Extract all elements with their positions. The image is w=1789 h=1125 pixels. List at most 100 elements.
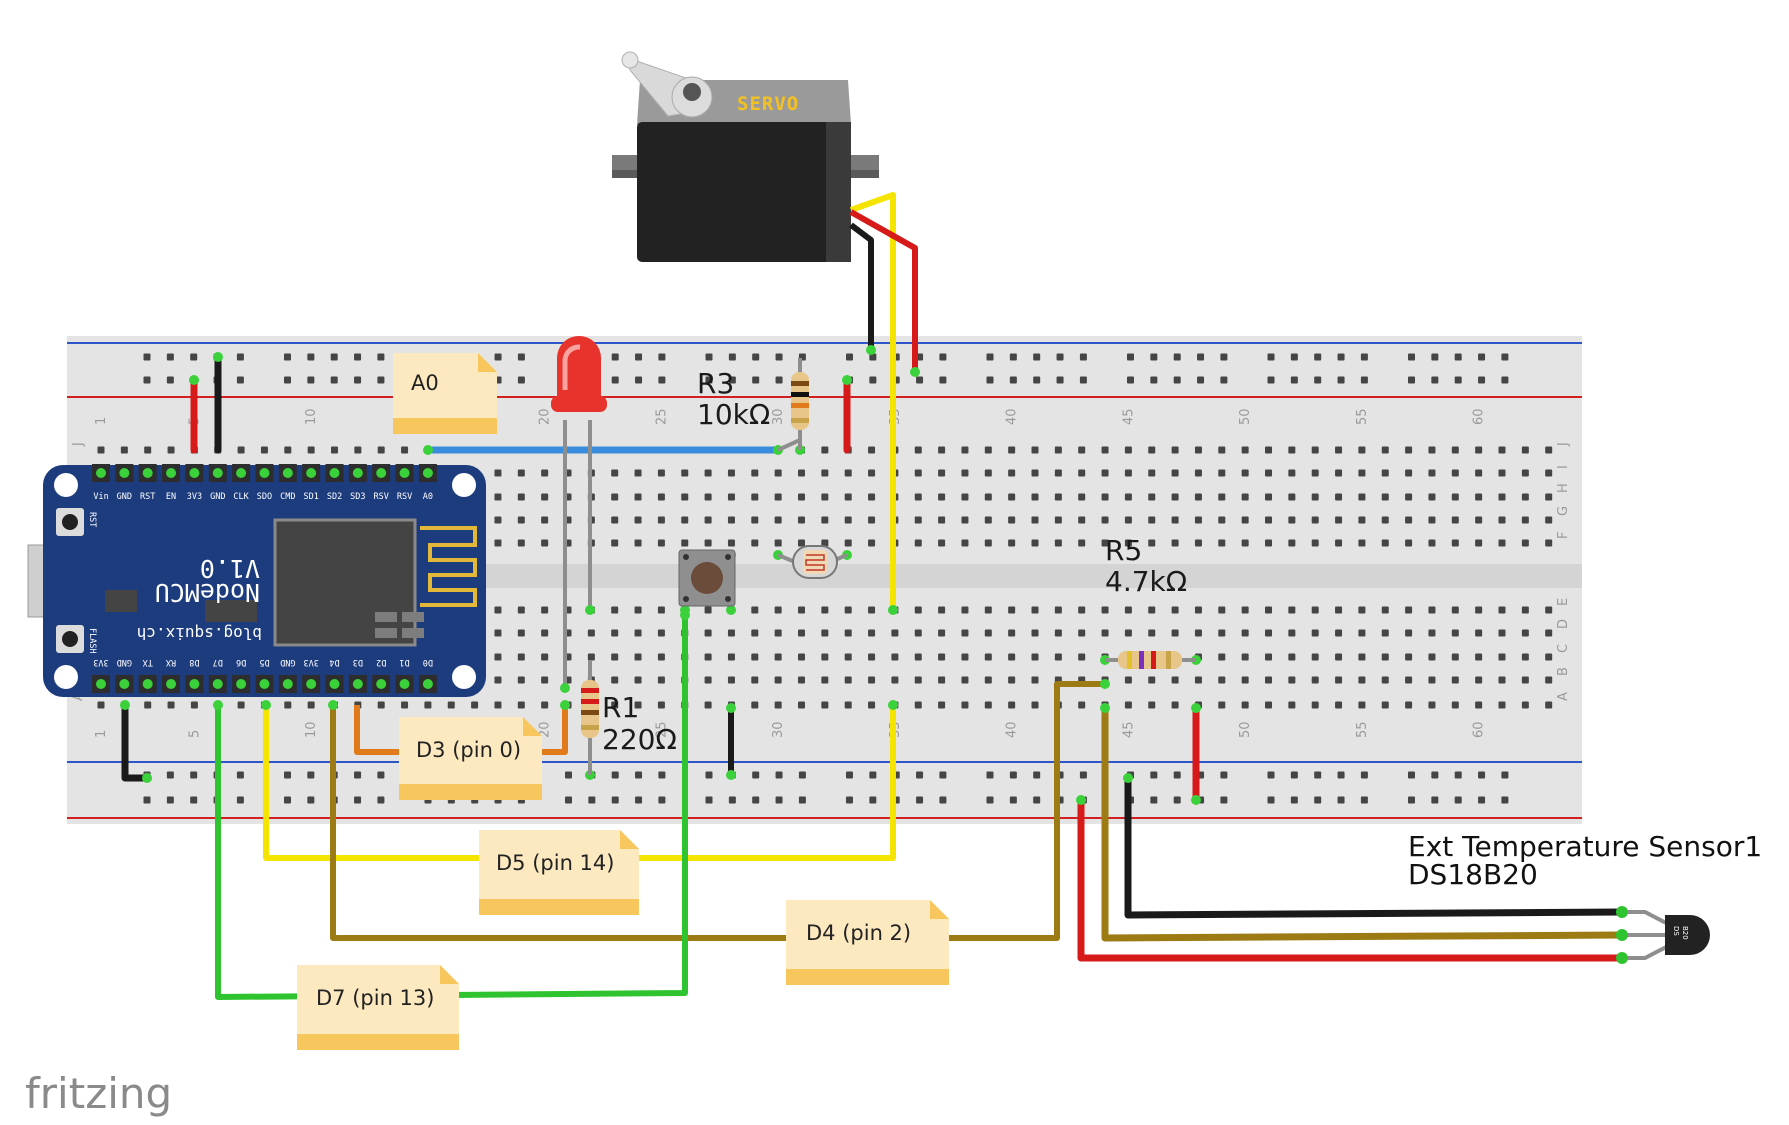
breadboard-hole — [868, 493, 876, 501]
connected-hole — [680, 605, 690, 615]
breadboard-hole — [1545, 676, 1553, 684]
mcu-pin-label: RSV — [397, 492, 412, 502]
breadboard-hole — [1521, 629, 1529, 637]
connected-hole — [213, 352, 223, 362]
note-d4-band — [786, 969, 949, 985]
breadboard-hole — [1171, 469, 1179, 477]
breadboard-hole — [774, 653, 782, 661]
breadboard-column-number: 30 — [771, 721, 786, 738]
breadboard-hole — [447, 701, 455, 709]
breadboard-hole — [1194, 493, 1202, 501]
rail-hole — [1056, 376, 1064, 384]
rail-hole — [284, 376, 291, 384]
mcu-pin-label: GND — [280, 657, 295, 667]
breadboard-hole — [1031, 516, 1039, 524]
breadboard-hole — [1475, 606, 1483, 614]
breadboard-hole — [1265, 701, 1272, 709]
rail-hole — [1150, 771, 1158, 779]
rail-hole — [307, 353, 315, 361]
breadboard-column-number: 25 — [654, 408, 669, 425]
breadboard-hole — [1148, 701, 1156, 709]
rail-hole — [611, 771, 619, 779]
rail-hole — [916, 796, 924, 804]
breadboard-hole — [611, 539, 619, 547]
rail-hole — [1127, 376, 1134, 384]
breadboard-hole — [1288, 676, 1296, 684]
rail-hole — [939, 353, 947, 361]
breadboard-hole — [1078, 539, 1086, 547]
breadboard-hole — [774, 606, 782, 614]
mcu-pin — [142, 468, 153, 478]
rail-hole — [986, 376, 994, 384]
breadboard-hole — [1311, 606, 1319, 614]
breadboard-hole — [471, 701, 479, 709]
breadboard-hole — [1405, 469, 1413, 477]
breadboard-hole — [657, 493, 665, 501]
rail-hole — [1267, 353, 1275, 361]
breadboard-hole — [1265, 493, 1272, 501]
breadboard-hole — [494, 469, 502, 477]
mcu-regulator — [205, 600, 257, 622]
breadboard-hole — [1311, 676, 1319, 684]
mcu-pin-label: Vin — [93, 492, 108, 502]
breadboard-hole — [517, 493, 525, 501]
breadboard-hole — [611, 629, 619, 637]
breadboard-hole — [634, 629, 642, 637]
rail-hole — [869, 796, 877, 804]
rail-hole — [728, 796, 736, 804]
breadboard-hole — [1008, 493, 1016, 501]
rail-hole — [1267, 771, 1275, 779]
breadboard-hole — [1124, 446, 1132, 454]
rail-hole — [1478, 771, 1486, 779]
mcu-pin-label: SD2 — [327, 492, 342, 502]
breadboard-hole — [494, 676, 502, 684]
breadboard-hole — [844, 653, 852, 661]
breadboard-hole — [1265, 606, 1272, 614]
breadboard-hole — [517, 469, 525, 477]
rail-hole — [1337, 771, 1345, 779]
rail-hole — [939, 771, 947, 779]
breadboard-hole — [704, 469, 712, 477]
note-a0: A0 — [393, 353, 497, 434]
breadboard-hole — [634, 516, 642, 524]
breadboard-hole — [961, 516, 969, 524]
breadboard-hole — [938, 469, 946, 477]
servo-horn — [621, 51, 713, 118]
breadboard-hole — [1054, 653, 1062, 661]
breadboard-hole — [751, 469, 759, 477]
rail-hole — [705, 376, 713, 384]
breadboard-column-number: 45 — [1121, 408, 1136, 425]
breadboard-hole — [1475, 493, 1483, 501]
breadboard-hole — [1428, 446, 1436, 454]
wire-end-dots — [120, 345, 1201, 805]
breadboard-hole — [401, 701, 409, 709]
mcu-cap-4 — [402, 628, 424, 638]
breadboard-hole — [914, 469, 922, 477]
breadboard-hole — [634, 701, 642, 709]
mcu-pin — [399, 468, 410, 478]
breadboard-hole — [1498, 629, 1506, 637]
mcu-pin — [422, 679, 433, 689]
breadboard-hole — [1031, 653, 1039, 661]
rail-hole — [166, 376, 174, 384]
breadboard-hole — [1054, 606, 1062, 614]
breadboard-hole — [1311, 516, 1319, 524]
mcu-pin — [236, 679, 247, 689]
breadboard-hole — [1054, 493, 1062, 501]
connected-hole — [866, 345, 876, 355]
mcu-pin-label: RSV — [374, 492, 389, 502]
breadboard-hole — [704, 516, 712, 524]
breadboard-hole — [1241, 469, 1249, 477]
breadboard-hole — [541, 516, 549, 524]
breadboard-hole — [307, 446, 315, 454]
note-a0-paper — [393, 353, 497, 434]
breadboard-hole — [1428, 629, 1436, 637]
breadboard-hole — [1241, 493, 1249, 501]
breadboard-column-number: 25 — [654, 721, 669, 738]
breadboard-hole — [657, 676, 665, 684]
mcu-pin-label: GND — [210, 492, 225, 502]
note-d7-band — [297, 1034, 459, 1050]
rail-hole — [1314, 796, 1322, 804]
sensor-body — [1665, 915, 1710, 955]
breadboard-hole — [727, 629, 735, 637]
